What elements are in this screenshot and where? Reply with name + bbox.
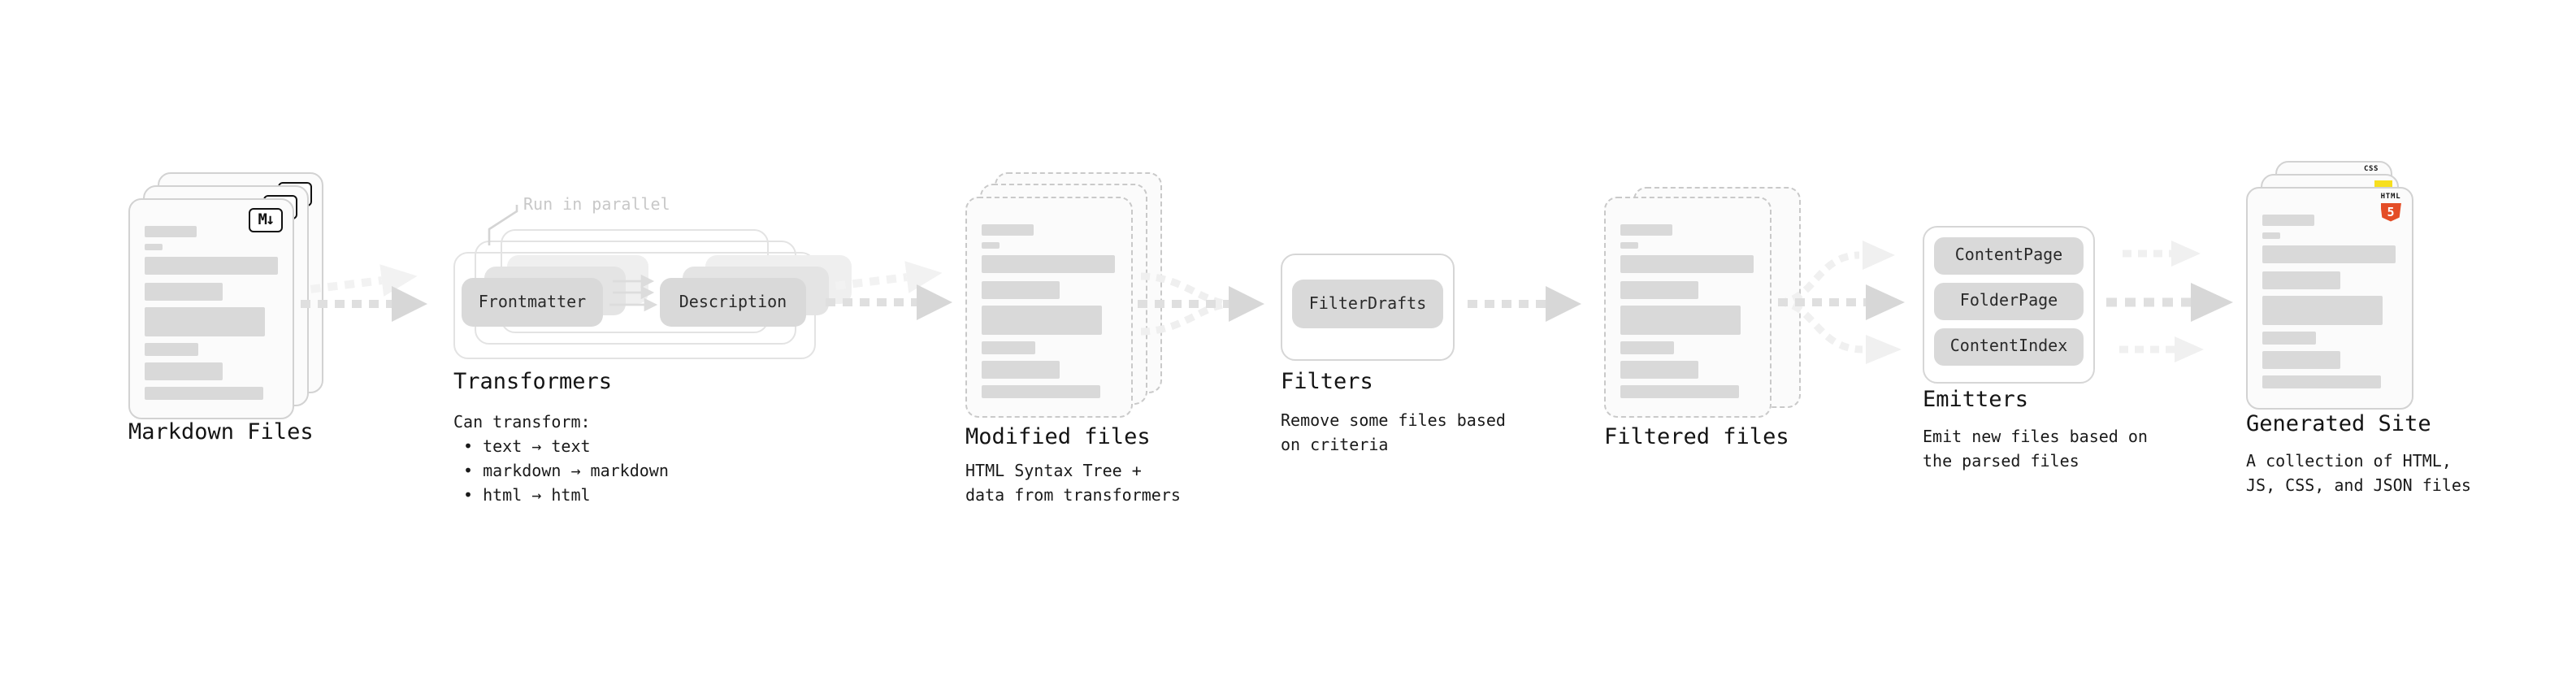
- javascript-icon: [2374, 180, 2392, 189]
- merge-curve-bottom: [1140, 300, 1233, 336]
- filtered-files-label: Filtered files: [1604, 424, 1789, 450]
- placeholder-text-bar: [2262, 295, 2383, 325]
- placeholder-text-bar: [1620, 224, 1672, 236]
- folderpage-box: FolderPage: [1934, 283, 2084, 320]
- split-branch-bottom: [1777, 298, 1902, 364]
- html5-icon: HTML 5: [2379, 193, 2402, 222]
- placeholder-text-bar: [982, 361, 1060, 380]
- placeholder-text-bar: [145, 387, 263, 401]
- placeholder-text-bar: [2262, 245, 2396, 264]
- arrow-light-layer: [835, 261, 943, 293]
- emitters-label: Emitters: [1923, 387, 2029, 413]
- modified-file-front: [965, 197, 1133, 418]
- transformers-label: Transformers: [453, 369, 613, 395]
- run-in-parallel-callout-line: [488, 205, 518, 245]
- transformer-internal-arrows: [609, 274, 658, 312]
- placeholder-text-bar: [982, 305, 1102, 335]
- html5-icon-title: HTML: [2380, 193, 2401, 202]
- placeholder-text-bar: [145, 226, 197, 237]
- emitters-description: Emit new files based on the parsed files: [1923, 426, 2148, 475]
- contentpage-box: ContentPage: [1934, 237, 2084, 275]
- document-content-placeholder: [2262, 215, 2397, 392]
- emitters-desc-line1: Emit new files based on: [1923, 429, 2148, 447]
- split-branch-top: [1777, 241, 1895, 306]
- html5-icon-number: 5: [2387, 204, 2395, 219]
- filters-description: Remove some files based on criteria: [1281, 410, 1506, 458]
- arrow-light-layer: [310, 264, 418, 297]
- placeholder-text-bar: [145, 244, 163, 251]
- flow-arrow-filters-to-filtered: [1468, 286, 1581, 322]
- contentindex-box: ContentIndex: [1934, 328, 2084, 366]
- generated-site-desc-line2: JS, CSS, and JSON files: [2246, 478, 2471, 496]
- emitters-desc-line2: the parsed files: [1923, 453, 2079, 471]
- placeholder-text-bar: [1620, 340, 1674, 354]
- markdown-icon: M↓: [249, 208, 283, 232]
- filterdrafts-box: FilterDrafts: [1292, 280, 1443, 328]
- placeholder-text-bar: [2262, 232, 2280, 240]
- filters-label: Filters: [1281, 369, 1373, 395]
- placeholder-text-bar: [982, 255, 1115, 274]
- flow-arrow-filtered-to-emitters: [1777, 241, 1905, 364]
- placeholder-text-bar: [1620, 305, 1741, 335]
- placeholder-text-bar: [982, 385, 1100, 399]
- document-content-placeholder: [145, 226, 278, 401]
- transformers-bullet-1: • text → text: [463, 439, 591, 457]
- merge-curve-top: [1140, 272, 1233, 308]
- flow-arrow-transformers-to-modified: [826, 261, 952, 320]
- placeholder-text-bar: [982, 340, 1035, 354]
- placeholder-text-bar: [1620, 361, 1698, 380]
- emit-arrow-bottom: [2119, 336, 2204, 362]
- placeholder-text-bar: [145, 362, 223, 381]
- filters-desc-line1: Remove some files based: [1281, 413, 1506, 431]
- placeholder-text-bar: [1620, 242, 1638, 249]
- transformers-desc-title: Can transform:: [453, 414, 591, 432]
- transformers-bullet-3: • html → html: [463, 488, 591, 505]
- transformers-description: Can transform: • text → text • markdown …: [453, 411, 669, 509]
- flow-arrow-emitters-to-site: [2106, 241, 2233, 362]
- modified-files-label: Modified files: [965, 424, 1151, 450]
- placeholder-text-bar: [145, 282, 223, 301]
- modified-files-desc-line2: data from transformers: [965, 488, 1181, 505]
- markdown-file-front: M↓: [128, 198, 294, 419]
- placeholder-text-bar: [2262, 351, 2340, 370]
- transformers-bullet-2: • markdown → markdown: [463, 463, 669, 481]
- generated-site-label: Generated Site: [2246, 411, 2431, 437]
- placeholder-text-bar: [982, 224, 1034, 236]
- arrow-dark-layer: [301, 286, 427, 322]
- html5-icon-shield: 5: [2380, 202, 2401, 222]
- flow-arrow-modified-to-filters: [1138, 272, 1264, 336]
- placeholder-text-bar: [145, 342, 198, 356]
- run-in-parallel-annotation: Run in parallel: [523, 197, 670, 215]
- placeholder-text-bar: [2262, 375, 2381, 389]
- filters-desc-line2: on criteria: [1281, 437, 1389, 455]
- placeholder-text-bar: [145, 306, 265, 336]
- frontmatter-box: Frontmatter: [462, 278, 603, 327]
- placeholder-text-bar: [145, 257, 278, 275]
- modified-files-desc-line1: HTML Syntax Tree +: [965, 463, 1142, 481]
- flow-arrow-markdown-to-transformers: [301, 264, 427, 322]
- description-box: Description: [660, 278, 806, 327]
- document-content-placeholder: [982, 224, 1117, 400]
- placeholder-text-bar: [2262, 271, 2340, 289]
- markdown-files-label: Markdown Files: [128, 419, 314, 445]
- placeholder-text-bar: [982, 280, 1060, 299]
- generated-site-desc-line1: A collection of HTML,: [2246, 453, 2452, 471]
- arrow-dark-layer: [826, 284, 952, 320]
- filtered-file-front: [1604, 197, 1772, 418]
- placeholder-text-bar: [1620, 385, 1739, 399]
- document-content-placeholder: [1620, 224, 1755, 400]
- site-file-html-front: HTML 5: [2246, 187, 2413, 410]
- emit-arrow-top: [2123, 241, 2201, 267]
- generated-site-description: A collection of HTML, JS, CSS, and JSON …: [2246, 450, 2471, 499]
- css-icon-text: CSS: [2363, 165, 2379, 173]
- placeholder-text-bar: [1620, 280, 1698, 299]
- placeholder-text-bar: [2262, 331, 2316, 345]
- placeholder-text-bar: [982, 242, 1000, 249]
- modified-files-description: HTML Syntax Tree + data from transformer…: [965, 460, 1181, 509]
- placeholder-text-bar: [1620, 255, 1754, 274]
- placeholder-text-bar: [2262, 215, 2314, 226]
